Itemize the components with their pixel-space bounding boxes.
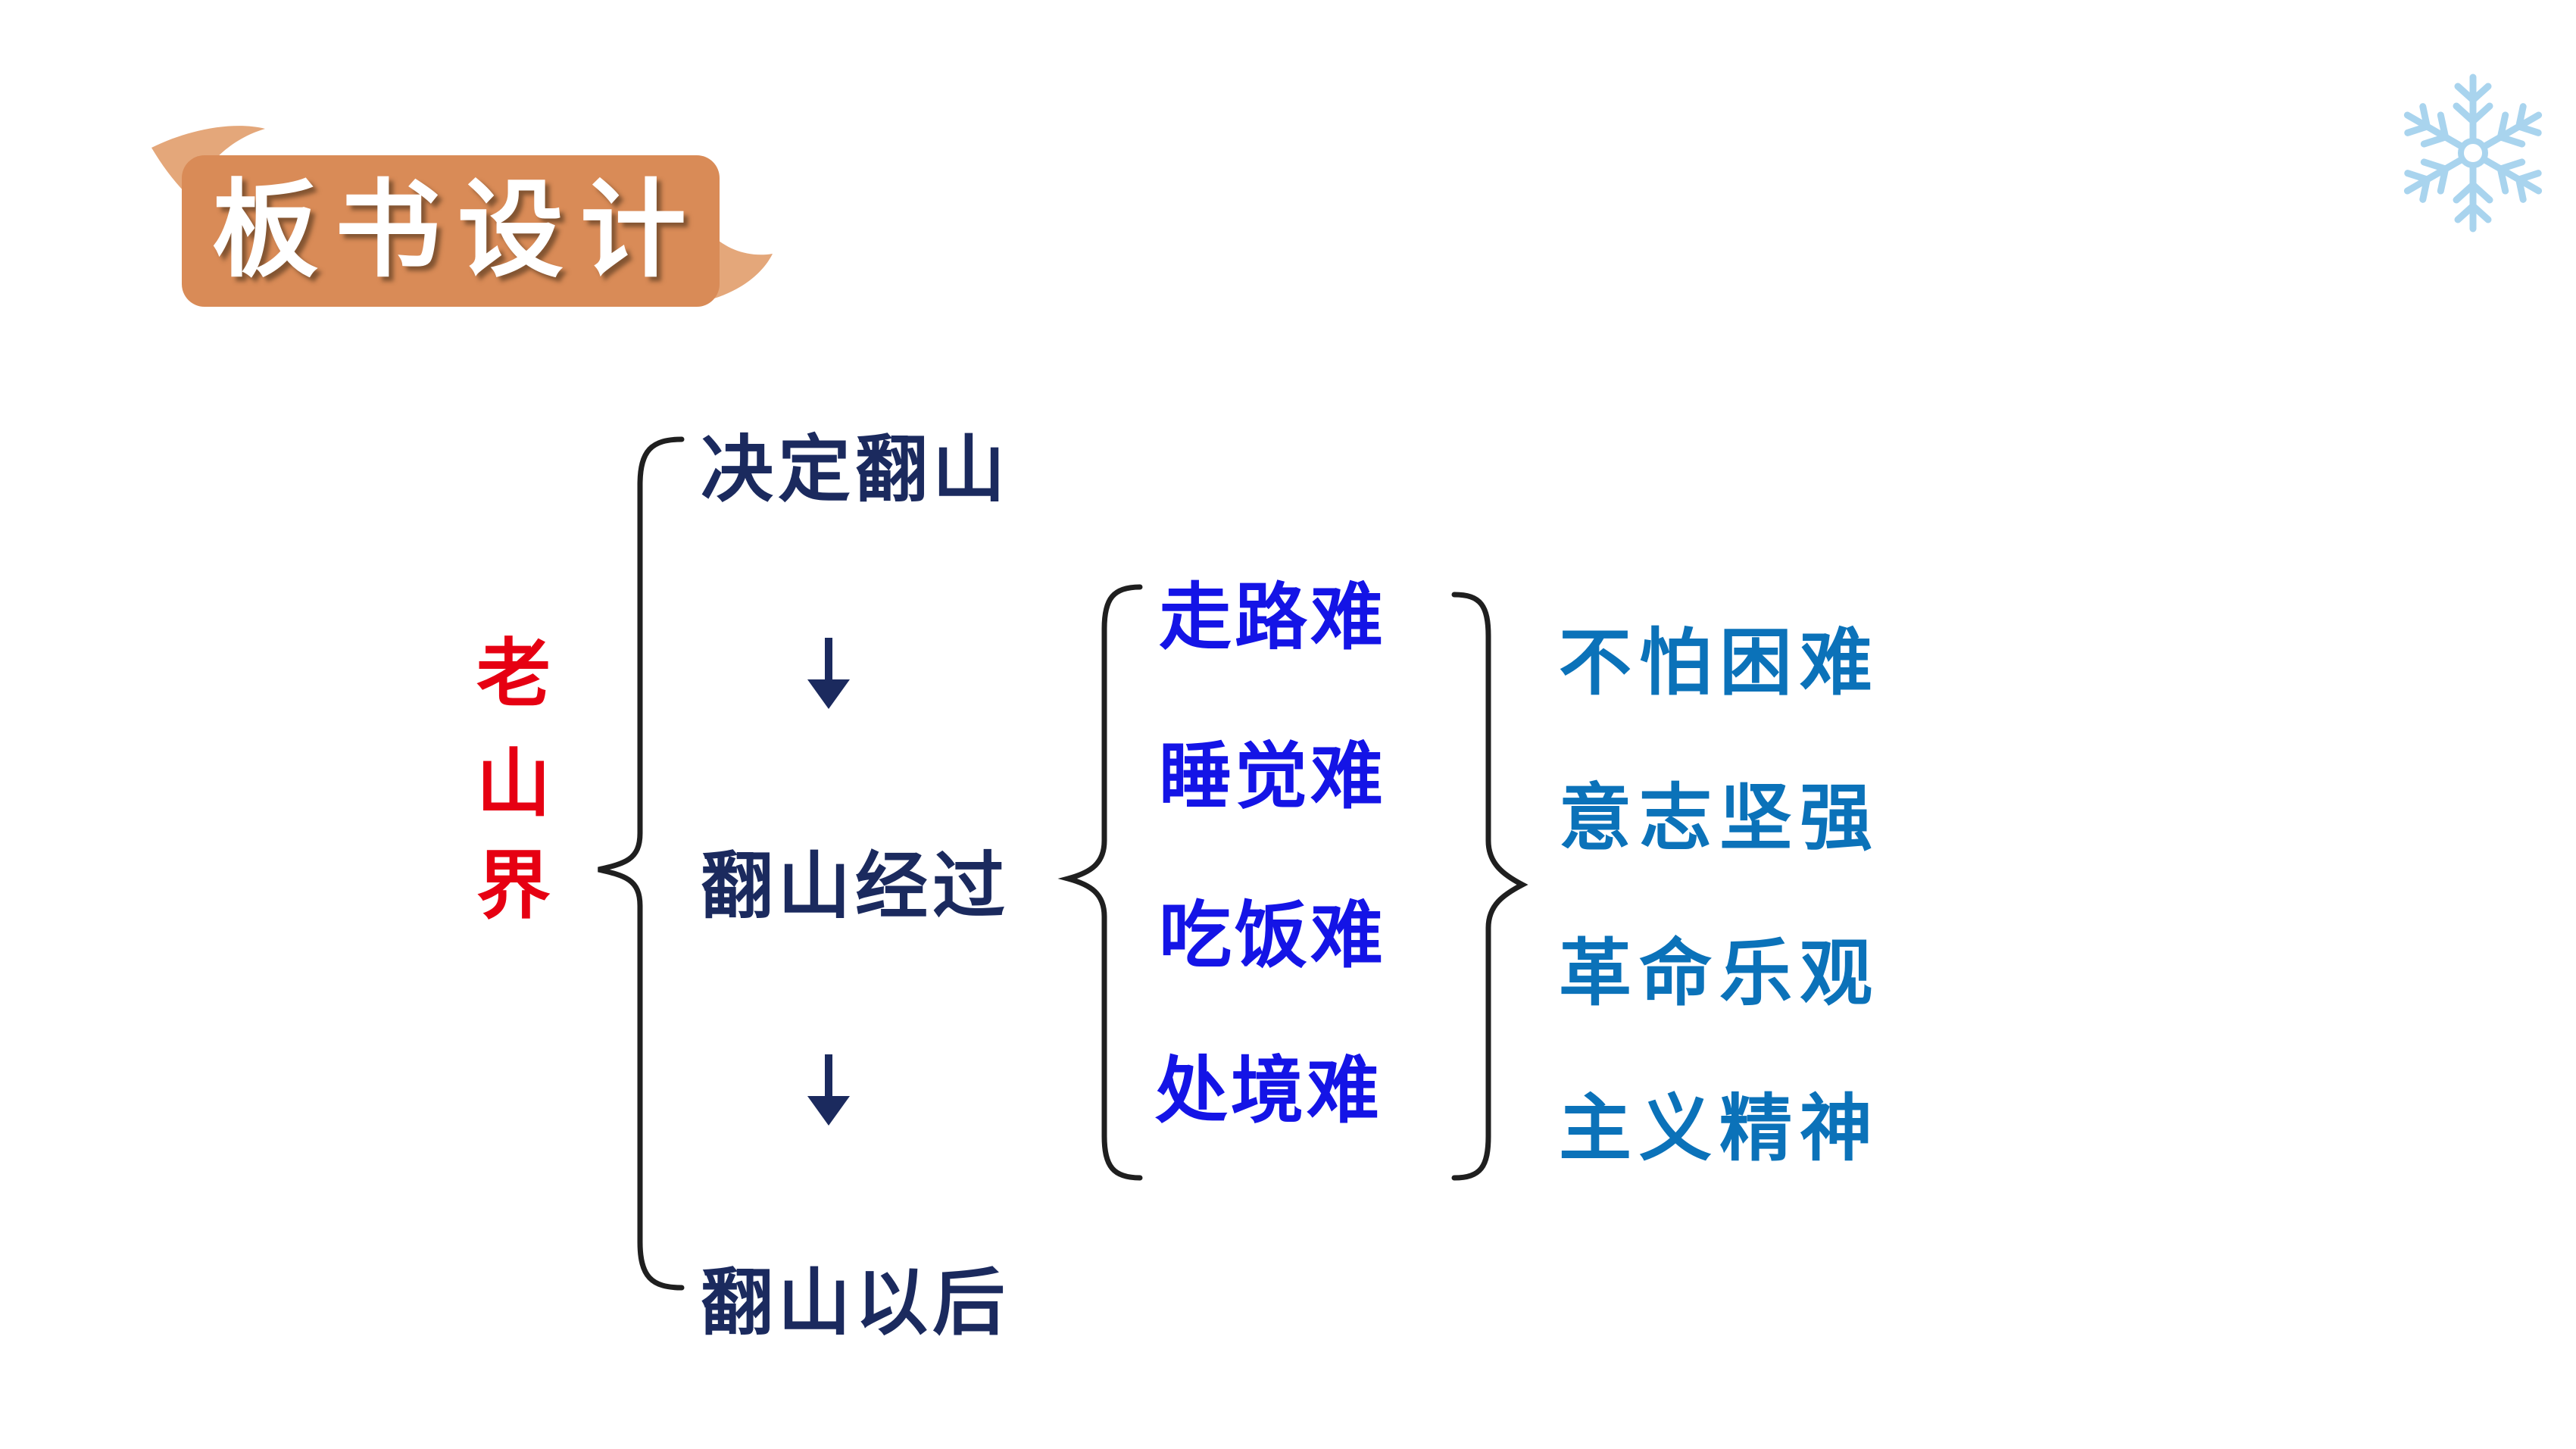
- title-badge: 板书设计: [144, 114, 773, 318]
- spirit-line-2: 意志坚强: [1559, 775, 1880, 860]
- page-title: 板书设计: [212, 169, 704, 292]
- difficulty-walking: 走路难: [1159, 574, 1386, 660]
- title-badge-shape: [151, 126, 773, 307]
- difficulties-brace: [1057, 584, 1143, 1181]
- root-brace: [598, 436, 685, 1291]
- down-arrow-2: [807, 1054, 850, 1126]
- step-process: 翻山经过: [701, 843, 1010, 929]
- step-after: 翻山以后: [701, 1260, 1010, 1345]
- snowflake-icon: [2393, 73, 2553, 239]
- step-decide: 决定翻山: [701, 426, 1010, 512]
- spirit-line-1: 不怕困难: [1559, 620, 1880, 705]
- spirit-line-4: 主义精神: [1559, 1085, 1880, 1171]
- root-char-1: 老: [476, 630, 551, 717]
- difficulty-sleeping: 睡觉难: [1159, 733, 1386, 819]
- difficulty-situation: 处境难: [1155, 1048, 1382, 1133]
- spirit-line-3: 革命乐观: [1559, 930, 1880, 1016]
- difficulty-eating: 吃饭难: [1159, 892, 1386, 978]
- spirit-brace: [1451, 592, 1528, 1181]
- root-char-3: 界: [476, 842, 551, 929]
- down-arrow-1: [807, 638, 850, 709]
- root-char-2: 山: [476, 740, 551, 827]
